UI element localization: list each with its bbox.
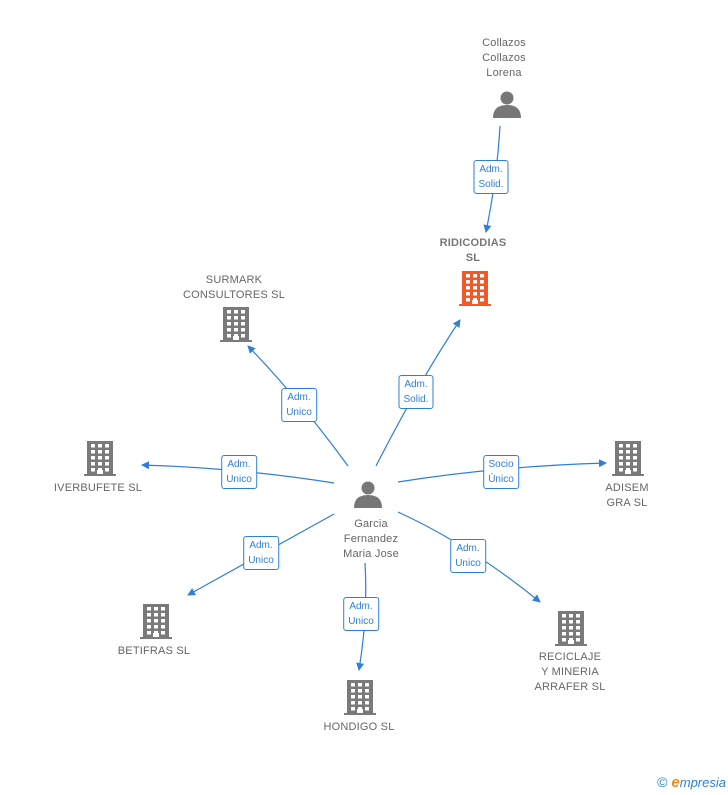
node-label-collazos[interactable]: Collazos Collazos Lorena <box>482 37 526 79</box>
node-iverbufete-building-icon[interactable] <box>84 441 116 476</box>
brand-logo-letter: e <box>671 774 680 791</box>
node-betifras-building-icon[interactable] <box>140 604 172 639</box>
edge-label-center-surmark[interactable]: Adm. Unico <box>281 388 317 422</box>
edge-label-collazos-ridicodias[interactable]: Adm. Solid. <box>473 160 509 194</box>
node-hondigo-building-icon[interactable] <box>344 680 376 715</box>
node-label-adisem[interactable]: ADISEM GRA SL <box>605 482 649 509</box>
node-label-reciclaje[interactable]: RECICLAJE Y MINERIA ARRAFER SL <box>534 651 606 693</box>
node-label-iverbufete[interactable]: IVERBUFETE SL <box>53 482 143 494</box>
node-label-surmark[interactable]: SURMARK CONSULTORES SL <box>182 274 286 301</box>
edge-label-center-iverbufete[interactable]: Adm. Unico <box>221 455 257 489</box>
node-ridicodias-building-icon[interactable] <box>459 271 491 306</box>
node-reciclaje-building-icon[interactable] <box>555 611 587 646</box>
node-collazos-person-icon[interactable] <box>493 91 521 119</box>
node-label-betifras[interactable]: BETIFRAS SL <box>117 645 191 657</box>
node-surmark-building-icon[interactable] <box>220 307 252 342</box>
node-label-center[interactable]: Garcia Fernandez Maria Jose <box>343 518 399 560</box>
edge-label-center-reciclaje[interactable]: Adm. Unico <box>450 539 486 573</box>
brand-name: mpresia <box>679 775 726 790</box>
node-adisem-building-icon[interactable] <box>612 441 644 476</box>
edge-label-center-ridicodias[interactable]: Adm. Solid. <box>398 375 434 409</box>
edge-label-center-hondigo[interactable]: Adm. Unico <box>343 597 379 631</box>
copyright-symbol: © <box>657 774 668 790</box>
node-label-ridicodias[interactable]: RIDICODIAS SL <box>439 237 507 264</box>
node-label-hondigo[interactable]: HONDIGO SL <box>323 721 395 733</box>
node-center-person-icon[interactable] <box>354 481 382 509</box>
edge-label-center-adisem[interactable]: Socio Único <box>483 455 519 489</box>
edge-label-center-betifras[interactable]: Adm. Unico <box>243 536 279 570</box>
footer-brand[interactable]: ©empresia <box>657 774 726 791</box>
